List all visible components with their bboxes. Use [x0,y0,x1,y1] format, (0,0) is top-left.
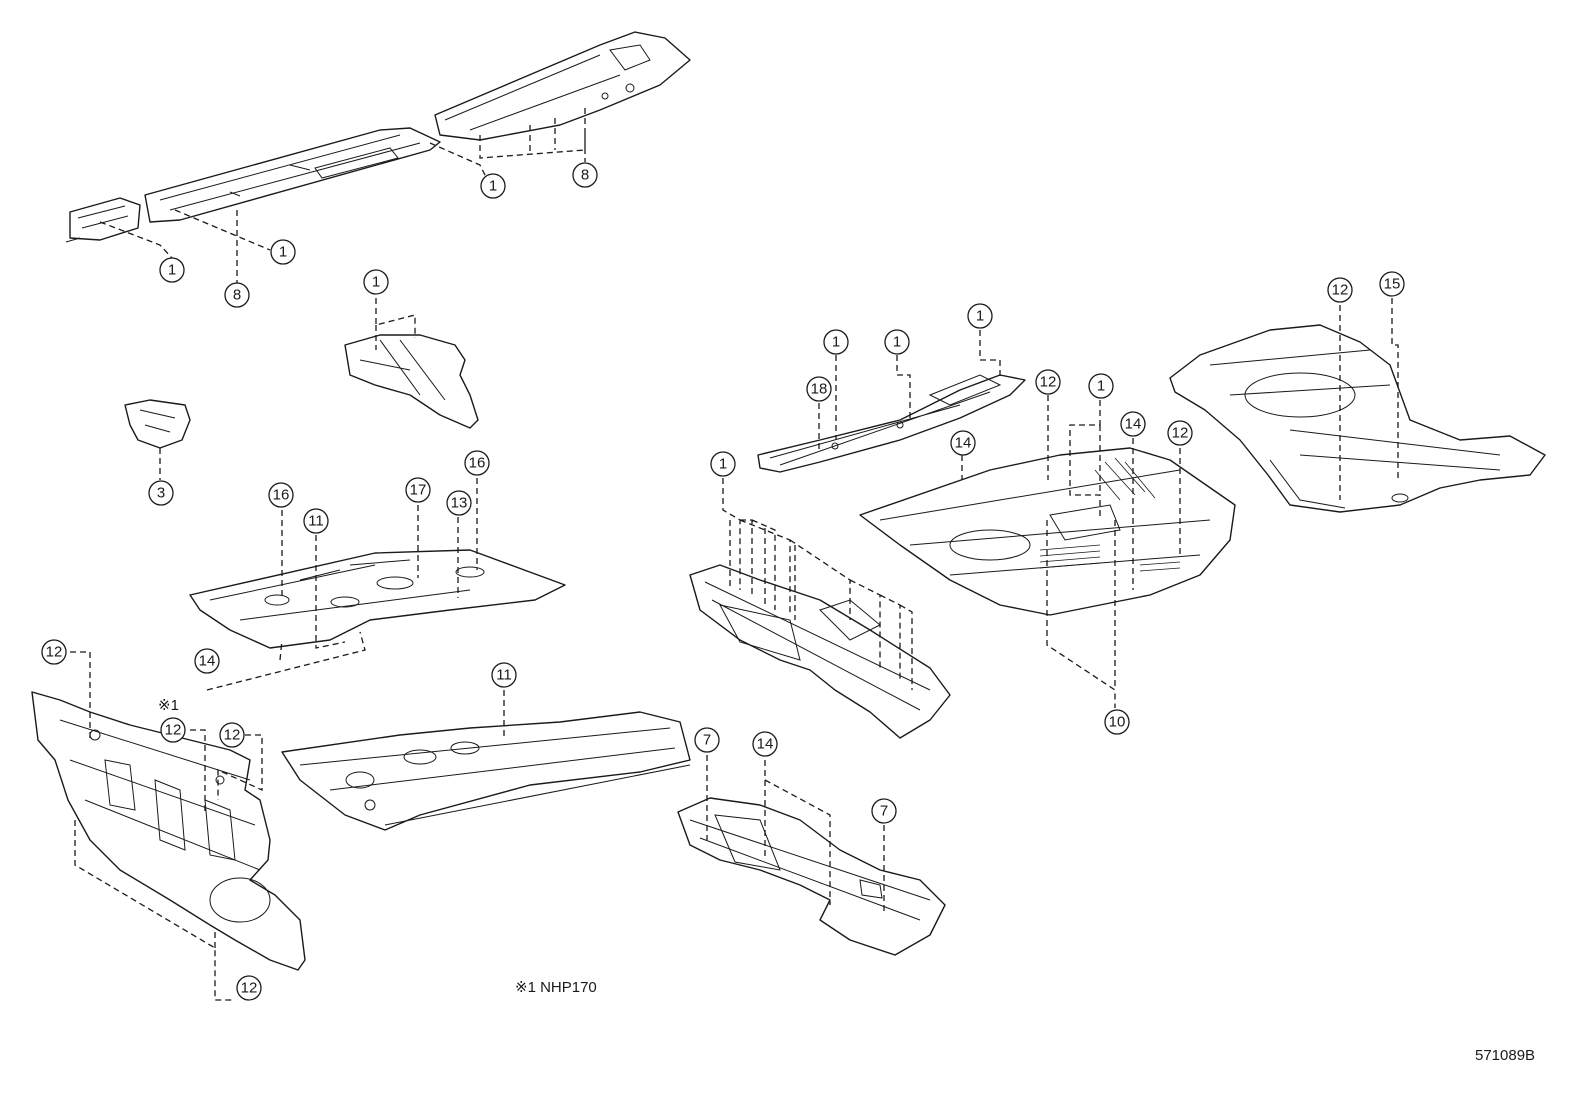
svg-text:12: 12 [46,644,63,661]
svg-text:12: 12 [165,722,182,739]
svg-text:16: 16 [273,487,290,504]
callout-marker: 10 [1104,709,1130,735]
part-floor-tunnel-reinforcement [677,797,946,956]
svg-text:1: 1 [719,456,727,473]
callout-marker: 7 [694,727,720,753]
callout-marker: 18 [806,376,832,402]
callout-marker: 13 [446,490,472,516]
callout-marker: 1 [823,329,849,355]
callout-marker: 3 [148,480,174,506]
svg-text:7: 7 [703,732,711,749]
part-front-side-member-left-upper [434,31,691,141]
svg-text:12: 12 [1040,374,1057,391]
callout-marker: 1 [270,239,296,265]
callout-marker: 1 [159,257,185,283]
svg-text:1: 1 [489,178,497,195]
callout-marker: 14 [1120,411,1146,437]
callout-marker: 1 [480,173,506,199]
part-center-floor-panel [281,711,691,831]
svg-text:12: 12 [1172,425,1189,442]
callout-marker: 12 [160,717,186,743]
part-front-floor-pan [189,549,566,649]
callout-marker: 7 [871,798,897,824]
callout-marker: 12 [41,639,67,665]
callout-marker: 1 [363,269,389,295]
variant-note-marker: ※1 [158,697,179,714]
callout-marker: 12 [1327,277,1353,303]
svg-text:1: 1 [1097,378,1105,395]
footnote: ※1 NHP170 [515,979,597,996]
svg-text:14: 14 [199,653,216,670]
callout-marker: 1 [1088,373,1114,399]
svg-text:3: 3 [157,485,165,502]
svg-text:14: 14 [757,736,774,753]
callout-marker: 8 [572,162,598,188]
svg-text:17: 17 [410,482,427,499]
svg-text:1: 1 [976,308,984,325]
part-front-apron [344,334,479,429]
svg-text:14: 14 [1125,416,1142,433]
callout-marker: 12 [1167,420,1193,446]
callout-marker: 14 [752,731,778,757]
callout-marker: 1 [967,303,993,329]
callout-marker: 14 [194,648,220,674]
svg-text:12: 12 [1332,282,1349,299]
svg-text:18: 18 [811,381,828,398]
part-front-side-member-left-front [65,197,141,243]
svg-text:15: 15 [1384,276,1401,293]
svg-text:13: 13 [451,495,468,512]
svg-text:1: 1 [832,334,840,351]
callout-marker: 12 [1035,369,1061,395]
svg-text:1: 1 [279,244,287,261]
svg-text:11: 11 [308,513,324,530]
leader-lines [70,108,1399,1001]
svg-text:8: 8 [581,167,589,184]
callout-marker: 16 [464,450,490,476]
part-front-floor-crossmember [689,564,951,739]
svg-text:16: 16 [469,455,486,472]
callout-markers: 1 8 1 1 8 1 3 16 11 17 13 16 14 12 12 12… [41,162,1405,1001]
part-rear-floor-pan [1169,324,1546,513]
part-rocker-reinforcement [757,374,1026,473]
callout-marker: 11 [491,662,517,688]
callout-marker: 1 [710,451,736,477]
svg-text:10: 10 [1109,714,1126,731]
callout-marker: 8 [224,282,250,308]
callout-marker: 1 [884,329,910,355]
svg-text:1: 1 [893,334,901,351]
callout-marker: 17 [405,477,431,503]
svg-text:12: 12 [241,980,258,997]
part-front-side-member-left-rear [144,127,441,223]
svg-text:7: 7 [880,803,888,820]
callout-marker: 11 [303,508,329,534]
callout-marker: 16 [268,482,294,508]
callout-marker: 14 [950,430,976,456]
callout-marker: 12 [219,722,245,748]
callout-marker: 12 [236,975,262,1001]
svg-text:1: 1 [168,262,176,279]
svg-text:14: 14 [955,435,972,452]
svg-text:8: 8 [233,287,241,304]
part-bracket [124,399,191,449]
svg-text:11: 11 [496,667,512,684]
svg-text:1: 1 [372,274,380,291]
svg-text:12: 12 [224,727,241,744]
drawing-number: 571089B [1475,1047,1535,1064]
callout-marker: 15 [1379,271,1405,297]
